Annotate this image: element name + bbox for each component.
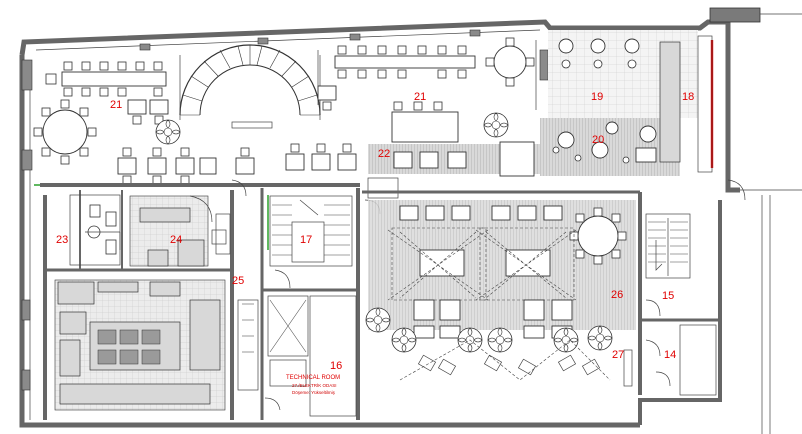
room-label-20: 20: [592, 134, 604, 146]
spiral-staircase: [179, 44, 321, 129]
staircase-15: [645, 213, 691, 279]
room-label-22: 22: [378, 148, 390, 160]
room-label-21-right: 21: [414, 91, 426, 103]
room-label-17: 17: [300, 234, 312, 246]
room-label-26: 26: [611, 289, 623, 301]
dining-area-26: [365, 205, 633, 387]
room-label-16: 16: [330, 360, 342, 372]
room-label-19: 19: [591, 91, 603, 103]
technical-room-title: TECHNICAL ROOM: [286, 375, 340, 381]
room-label-24: 24: [170, 234, 182, 246]
corridor-25: [215, 213, 259, 391]
technical-room-subtitle-2: Döşeme: Yükseltilmiş: [292, 390, 336, 395]
staircase-17: [269, 195, 353, 267]
kitchen-main: [54, 279, 226, 411]
deck-furniture: [235, 141, 535, 199]
room-label-27: 27: [612, 349, 624, 361]
room-label-21-left: 21: [110, 99, 122, 111]
terrace-furniture: [552, 38, 681, 164]
technical-room-subtitle-1: 27./ELEKTRİK ODASI: [292, 382, 337, 388]
room-label-18: 18: [682, 91, 694, 103]
technical-room-16: [267, 295, 357, 417]
room-label-25: 25: [232, 275, 244, 287]
technical-room-caption: TECHNICAL ROOM 27./ELEKTRİK ODASI Döşeme…: [286, 375, 340, 395]
building-outline: [19, 7, 802, 434]
dining-area-21-right: [317, 37, 537, 143]
room-labels: 21 21 22 19 18 20 23 24 17 25 26 15 16 2…: [56, 91, 694, 372]
dining-area-21-left: [33, 61, 217, 185]
interior-walls: [34, 179, 720, 420]
room-14-area: [679, 324, 717, 396]
wc-area-23: [69, 194, 121, 266]
room-label-23: 23: [56, 234, 68, 246]
room-label-15: 15: [662, 290, 674, 302]
room-label-14: 14: [664, 349, 676, 361]
kitchen-area-24: [129, 195, 227, 267]
